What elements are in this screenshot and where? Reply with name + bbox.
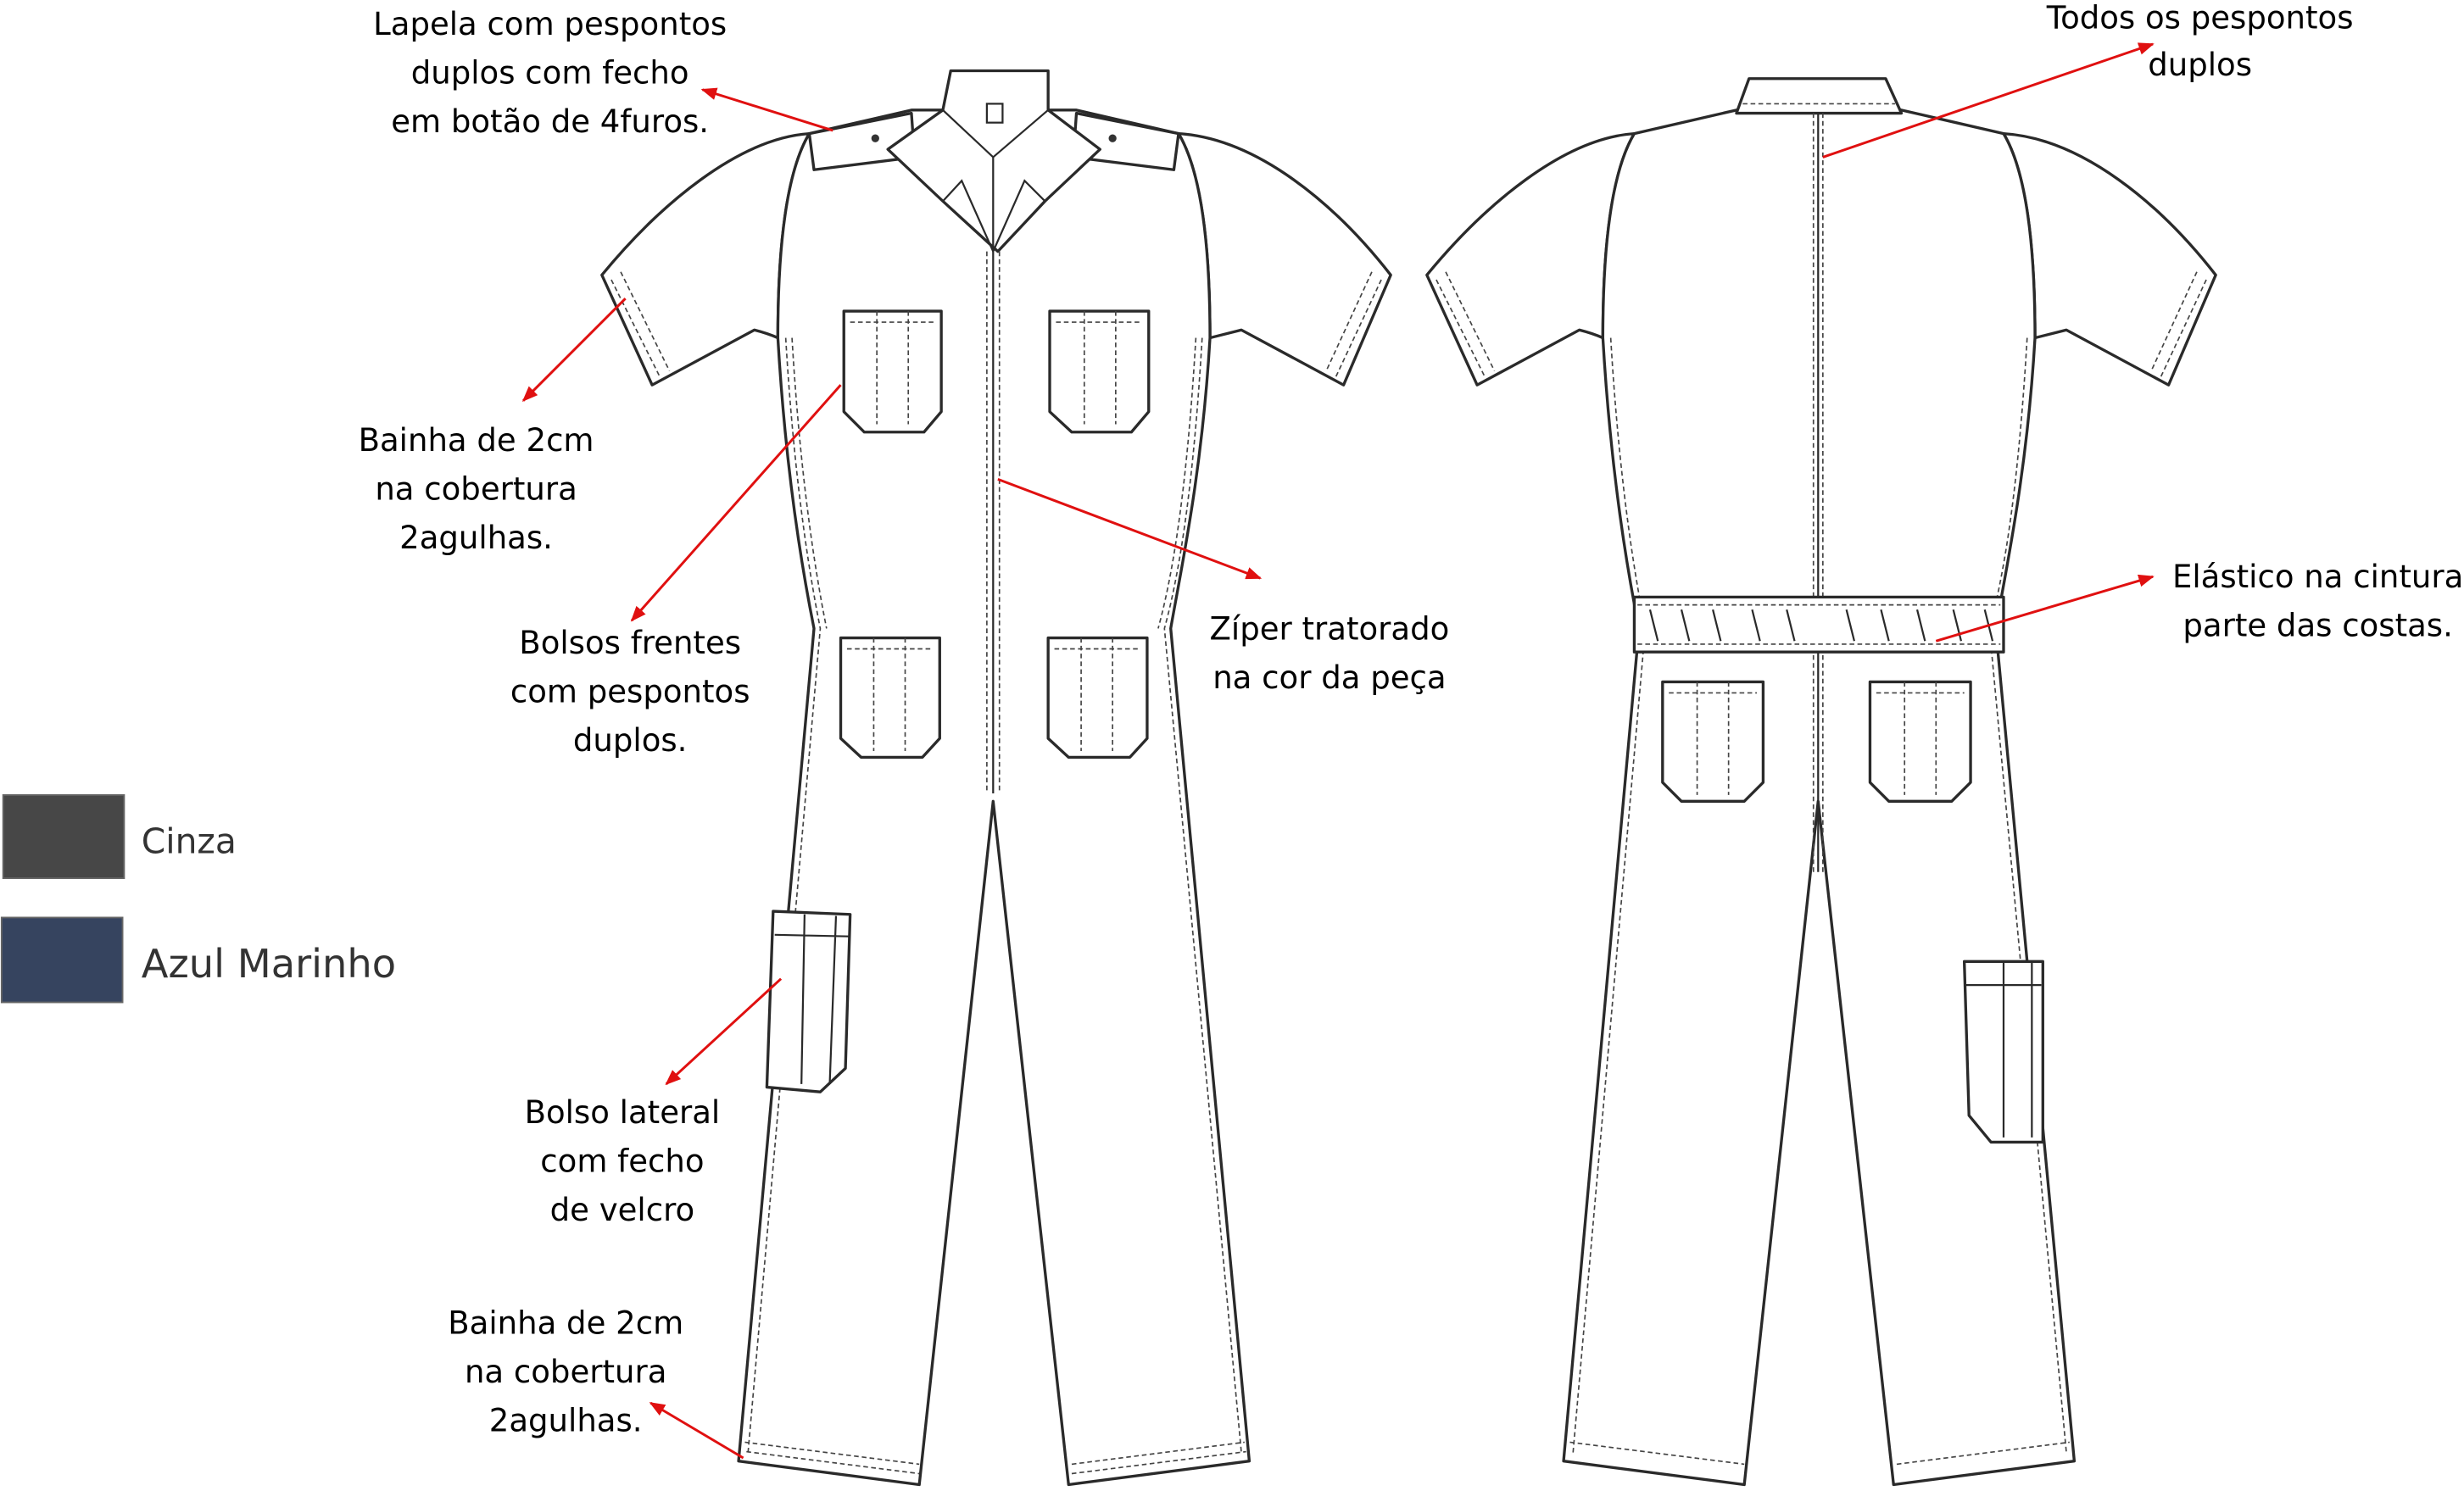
arrow-bainha-perna [649,1401,744,1460]
back-view [1425,77,2217,1487]
arrow-lapela [700,87,833,132]
label-line: Todos os pespontos [2046,0,2354,36]
annotation-ziper: Zíper tratorado na cor da peça [1210,610,1450,695]
color-legend: Cinza Azul Marinho [0,793,396,1004]
label-line: duplos [2148,47,2252,83]
label-line: em botão de 4furos. [391,103,709,140]
swatch-azul-marinho [0,916,124,1004]
label-line: Zíper tratorado [1210,610,1450,647]
annotation-elastico: Elástico na cintura parte das costas. [2172,559,2463,643]
label-line: Bainha de 2cm [359,422,594,459]
front-view [600,69,1392,1487]
legend-label-azul-marinho: Azul Marinho [142,941,396,987]
label-line: parte das costas. [2182,608,2452,644]
label-line: Elástico na cintura [2172,559,2463,595]
arrow-bolso-lateral [665,977,783,1086]
label-line: Bainha de 2cm [448,1305,683,1342]
label-line: 2agulhas. [489,1402,643,1438]
label-line: duplos com fecho [411,54,689,91]
arrow-pespontos [1822,42,2155,159]
annotation-arrows [521,42,2155,1460]
arrow-ziper [997,477,1263,580]
label-line: na cor da peça [1212,659,1446,696]
annotation-bolso-lateral: Bolso lateral com fecho de velcro [525,1094,721,1228]
label-line: duplos. [573,722,688,759]
label-line: Bolso lateral [525,1094,721,1131]
front-pockets [765,309,1151,1093]
swatch-cinza [2,793,125,880]
legend-label-cinza: Cinza [142,821,237,861]
annotation-pespontos: Todos os pespontos duplos [2046,0,2354,83]
arrow-bainha-manga [521,298,627,403]
arrow-elastico [1935,574,2155,643]
label-line: Lapela com pespontos [373,6,727,42]
annotation-bolsos-frentes: Bolsos frentes com pespontos duplos. [510,625,750,759]
annotation-bainha-manga: Bainha de 2cm na cobertura 2agulhas. [359,422,594,556]
label-line: 2agulhas. [399,520,553,556]
annotation-bainha-perna: Bainha de 2cm na cobertura 2agulhas. [448,1305,683,1439]
label-line: com pespontos [510,674,750,710]
label-line: de velcro [550,1192,695,1228]
label-line: na cobertura [375,470,577,507]
label-line: com fecho [540,1143,704,1180]
label-line: Bolsos frentes [519,625,741,661]
arrow-bolsos [630,384,842,622]
annotation-lapela: Lapela com pespontos duplos com fecho em… [373,6,727,140]
label-line: na cobertura [465,1354,666,1390]
